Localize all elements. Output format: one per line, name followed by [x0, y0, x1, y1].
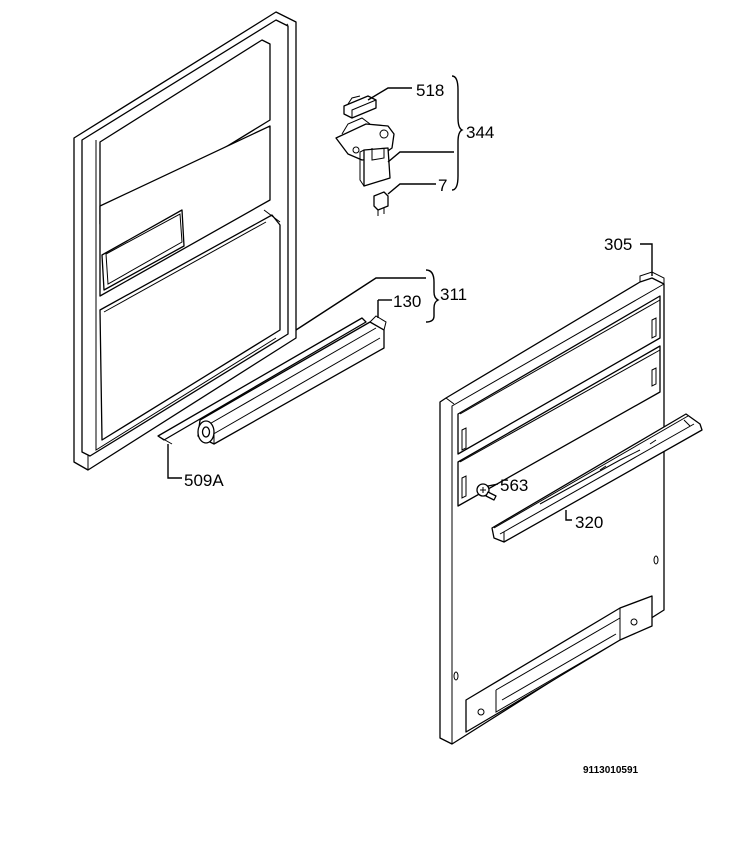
label-509a: 509A — [184, 471, 224, 490]
gasket-strip-509a — [157, 317, 367, 445]
label-563: 563 — [500, 476, 528, 495]
drawing-code: 9113010591 — [583, 765, 639, 776]
label-311: 311 — [440, 285, 467, 304]
label-320: 320 — [575, 513, 603, 532]
screw-563 — [476, 483, 497, 501]
label-344: 344 — [466, 123, 494, 142]
label-7: 7 — [438, 176, 447, 195]
handle-trim-320 — [491, 413, 703, 543]
label-518: 518 — [416, 81, 444, 100]
leader-lines — [167, 75, 653, 521]
hinge-assembly-344 — [335, 95, 395, 216]
label-130: 130 — [393, 292, 421, 311]
label-305: 305 — [604, 235, 632, 254]
door-seal-130 — [197, 315, 387, 445]
inner-door-panel — [73, 11, 297, 471]
